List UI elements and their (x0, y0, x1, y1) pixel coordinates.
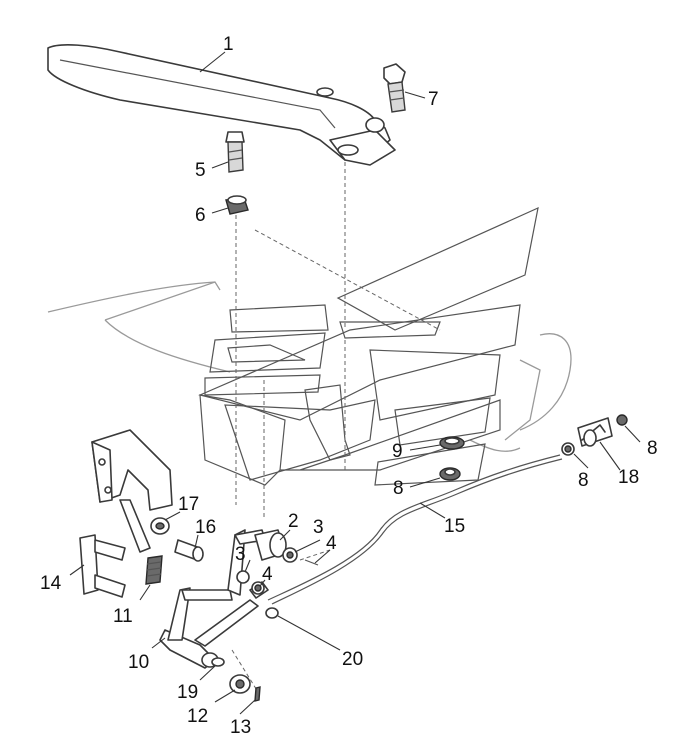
vehicle-frame-outline (47, 281, 572, 452)
label-9: 9 (392, 441, 403, 462)
label-14: 14 (40, 573, 62, 594)
part-8-nut-upper (616, 414, 628, 426)
label-3-upper: 3 (313, 517, 324, 538)
label-2: 2 (288, 511, 299, 532)
part-20-eyelet (265, 607, 279, 619)
part-10-lever (159, 529, 269, 669)
label-17: 17 (178, 494, 199, 515)
label-8-cable-lower: 8 (578, 470, 589, 491)
part-7-bolt (383, 63, 406, 113)
label-18: 18 (618, 467, 639, 488)
floor-panel (198, 206, 539, 486)
label-11: 11 (113, 606, 133, 627)
part-6-nut (225, 195, 249, 215)
part-19-washer (211, 657, 225, 667)
label-8-floor: 8 (393, 478, 404, 499)
part-2-bushing (254, 529, 287, 561)
label-1: 1 (223, 34, 234, 55)
label-15: 15 (444, 516, 465, 537)
part-17-washer (150, 517, 170, 535)
part-16-bolt (174, 539, 204, 562)
part-13-pin (254, 686, 261, 702)
part-11-spring (145, 555, 163, 585)
part-8-nut-lower (561, 442, 575, 456)
part-3-washer-lower (236, 570, 250, 584)
part-9-grommet (439, 436, 465, 450)
label-10: 10 (128, 652, 149, 673)
label-3-lower: 3 (235, 544, 246, 565)
label-4-upper: 4 (326, 533, 337, 554)
part-18-cable-end (577, 417, 613, 447)
label-12: 12 (187, 706, 208, 727)
label-8-cable-upper: 8 (647, 438, 658, 459)
part-labels: 1 7 5 6 9 8 15 8 8 18 14 11 10 17 16 2 3… (40, 34, 658, 738)
label-16: 16 (195, 517, 216, 538)
label-19: 19 (177, 682, 198, 703)
part-12-washer (229, 674, 251, 694)
part-15-cable (267, 454, 563, 605)
part-8-nut-floor (439, 467, 461, 481)
leader-lines (69, 51, 641, 715)
label-13: 13 (230, 717, 251, 738)
label-4-lower: 4 (262, 564, 273, 585)
part-4-pin (304, 559, 319, 566)
part-1-pedal-arm (47, 44, 396, 166)
part-14-bracket (79, 429, 173, 598)
part-5-bolt (225, 131, 245, 173)
part-3-washer (282, 547, 298, 563)
assembly-lines (231, 155, 441, 693)
label-6: 6 (195, 205, 206, 226)
label-5: 5 (195, 160, 206, 181)
label-7: 7 (428, 89, 439, 110)
label-20: 20 (342, 649, 363, 670)
